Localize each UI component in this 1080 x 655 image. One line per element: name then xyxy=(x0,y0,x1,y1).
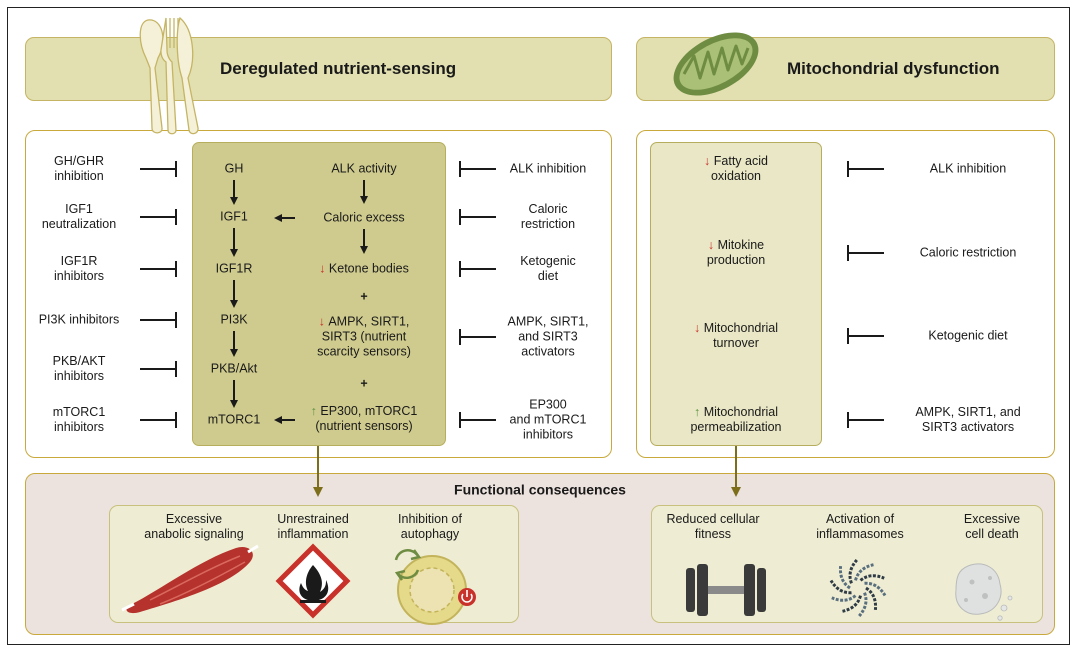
inflammasome-strand xyxy=(864,581,887,597)
decrease-arrow-icon: ↓ xyxy=(704,154,714,168)
decrease-arrow-icon: ↓ xyxy=(707,238,718,252)
decrease-arrow-icon: ↓ xyxy=(319,261,329,276)
pathway-left-node: IGF1 xyxy=(220,209,248,224)
mito-intervention-label: Ketogenic diet xyxy=(928,328,1008,343)
pathway-left-node: IGF1R xyxy=(215,261,253,276)
flammable-hazard-icon xyxy=(275,543,351,619)
header-mitochondrial-title: Mitochondrial dysfunction xyxy=(787,59,1000,78)
recycle-arrows-icon xyxy=(394,549,422,581)
autophagy-cell-icon xyxy=(397,555,467,625)
inflammasome-strand xyxy=(854,563,874,581)
pathway-right-node: ALK activity xyxy=(331,161,397,176)
mito-effects-box xyxy=(650,142,822,446)
decrease-arrow-icon: ↓ xyxy=(318,314,329,329)
inflammasome-icon xyxy=(829,559,887,617)
intervention-right-label: ALK inhibition xyxy=(509,161,587,176)
inflammasome-strand xyxy=(838,565,851,590)
inflammasome-strand xyxy=(848,559,858,584)
pathway-right-node: ↑ EP300, mTORC1(nutrient sensors) xyxy=(310,404,418,433)
increase-arrow-icon: ↑ xyxy=(693,405,704,419)
functional-consequences-title: Functional consequences xyxy=(454,481,626,498)
pathway-right-node: + xyxy=(360,376,368,391)
power-icon xyxy=(458,588,476,606)
inflammasome-strand xyxy=(831,594,857,602)
header-nutrient-sensing xyxy=(25,37,612,101)
mitochondrion-icon xyxy=(673,32,759,96)
inflammasome-strand xyxy=(858,592,868,617)
pathway-left-node: GH xyxy=(224,161,244,176)
pathway-right-node: ↓ Ketone bodies xyxy=(319,261,409,276)
inflammasome-strand xyxy=(829,579,852,595)
inflammasome-strand xyxy=(859,574,885,582)
pathway-left-node: PI3K xyxy=(220,312,248,327)
dumbbell-icon xyxy=(686,564,766,616)
mito-intervention-label: Caloric restriction xyxy=(919,245,1017,260)
header-nutrient-sensing-title: Deregulated nutrient-sensing xyxy=(220,59,457,78)
dying-cell-icon xyxy=(955,563,1013,621)
increase-arrow-icon: ↑ xyxy=(310,404,321,418)
muscle-icon xyxy=(121,544,259,614)
pathway-right-node: Caloric excess xyxy=(323,210,405,225)
cutlery-icon xyxy=(139,16,199,135)
pathway-left-node: mTORC1 xyxy=(207,412,261,427)
inflammasome-strand xyxy=(865,586,878,611)
inflammasome-strand xyxy=(842,595,862,613)
decrease-arrow-icon: ↓ xyxy=(693,321,704,335)
inhibitor-left-label: PI3K inhibitors xyxy=(38,312,120,327)
mito-intervention-label: ALK inhibition xyxy=(929,161,1007,176)
figure-frame xyxy=(7,7,1070,645)
pathway-right-node: + xyxy=(360,289,368,304)
pathway-left-node: PKB/Akt xyxy=(210,361,258,376)
